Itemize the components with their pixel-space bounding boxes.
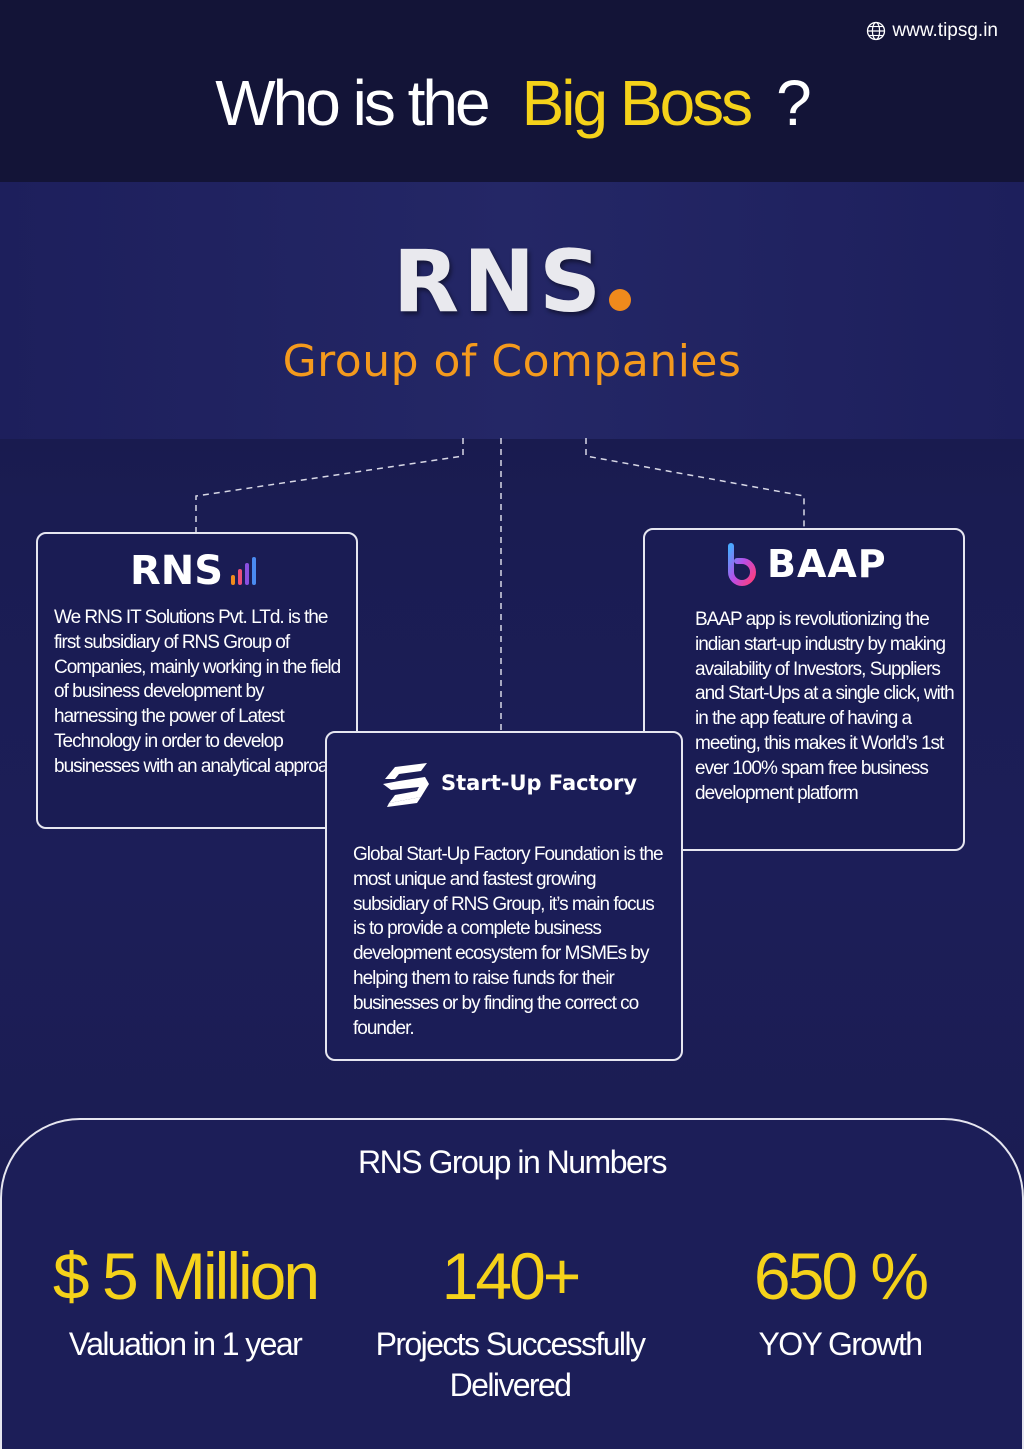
rns-it-logo: RNS <box>130 548 257 594</box>
rns-logo-dot <box>609 289 632 311</box>
stat-label: YOY Growth <box>758 1326 923 1362</box>
startup-factory-logo: Start-Up Factory <box>377 757 637 809</box>
baap-logo: BAAP <box>725 542 887 586</box>
headline-suffix: ? <box>776 67 812 139</box>
rns-logo-text: RNS <box>392 232 606 332</box>
hero-band <box>0 182 1024 439</box>
website-text: www.tipsg.in <box>892 20 998 41</box>
startup-factory-description: Global Start-Up Factory Foundation is th… <box>353 844 664 1039</box>
connector-left <box>195 438 464 532</box>
stat-value: $ 5 Million <box>52 1239 320 1313</box>
stat-valuation: $ 5 Million Valuation in 1 year <box>30 1238 340 1365</box>
rns-bars-icon <box>231 557 257 585</box>
stat-growth: 650 % YOY Growth <box>690 1238 990 1365</box>
baap-logo-icon <box>728 543 756 586</box>
stat-label: Valuation in 1 year <box>68 1326 303 1362</box>
baap-description: BAAP app is revolutionizing the indian s… <box>695 609 955 804</box>
headline-prefix: Who is the <box>215 67 490 139</box>
rns-it-logo-text: RNS <box>130 548 224 594</box>
page-headline: Who is the Big Boss? <box>0 66 1024 140</box>
connector-right <box>585 438 805 528</box>
numbers-title: RNS Group in Numbers <box>358 1144 667 1180</box>
company-card-startup-factory: Start-Up Factory Global Start-Up Factory… <box>325 731 683 1061</box>
startup-factory-logo-text: Start-Up Factory <box>441 771 638 795</box>
globe-icon <box>867 21 886 41</box>
website-link[interactable]: www.tipsg.in <box>866 20 998 42</box>
headline-highlight: Big Boss <box>521 67 754 139</box>
numbers-panel <box>0 1118 1024 1449</box>
rns-group-logo: RNS <box>0 232 1024 332</box>
baap-logo-text: BAAP <box>767 542 887 586</box>
group-subtitle: Group of Companies <box>282 336 742 387</box>
rns-it-description: We RNS IT Solutions Pvt. LTd. is the fir… <box>54 607 351 777</box>
stat-value: 140+ <box>441 1239 582 1313</box>
header-band <box>0 0 1024 182</box>
stat-projects: 140+ Projects Successfully Delivered <box>360 1238 660 1406</box>
stat-label: Projects Successfully Delivered <box>375 1326 646 1403</box>
company-card-baap: BAAP BAAP app is revolutionizing the ind… <box>643 528 965 851</box>
stat-value: 650 % <box>753 1239 929 1313</box>
startup-factory-logo-icon <box>383 763 429 807</box>
company-card-rns: RNS We RNS IT Solutions Pvt. LTd. is the… <box>36 532 358 829</box>
